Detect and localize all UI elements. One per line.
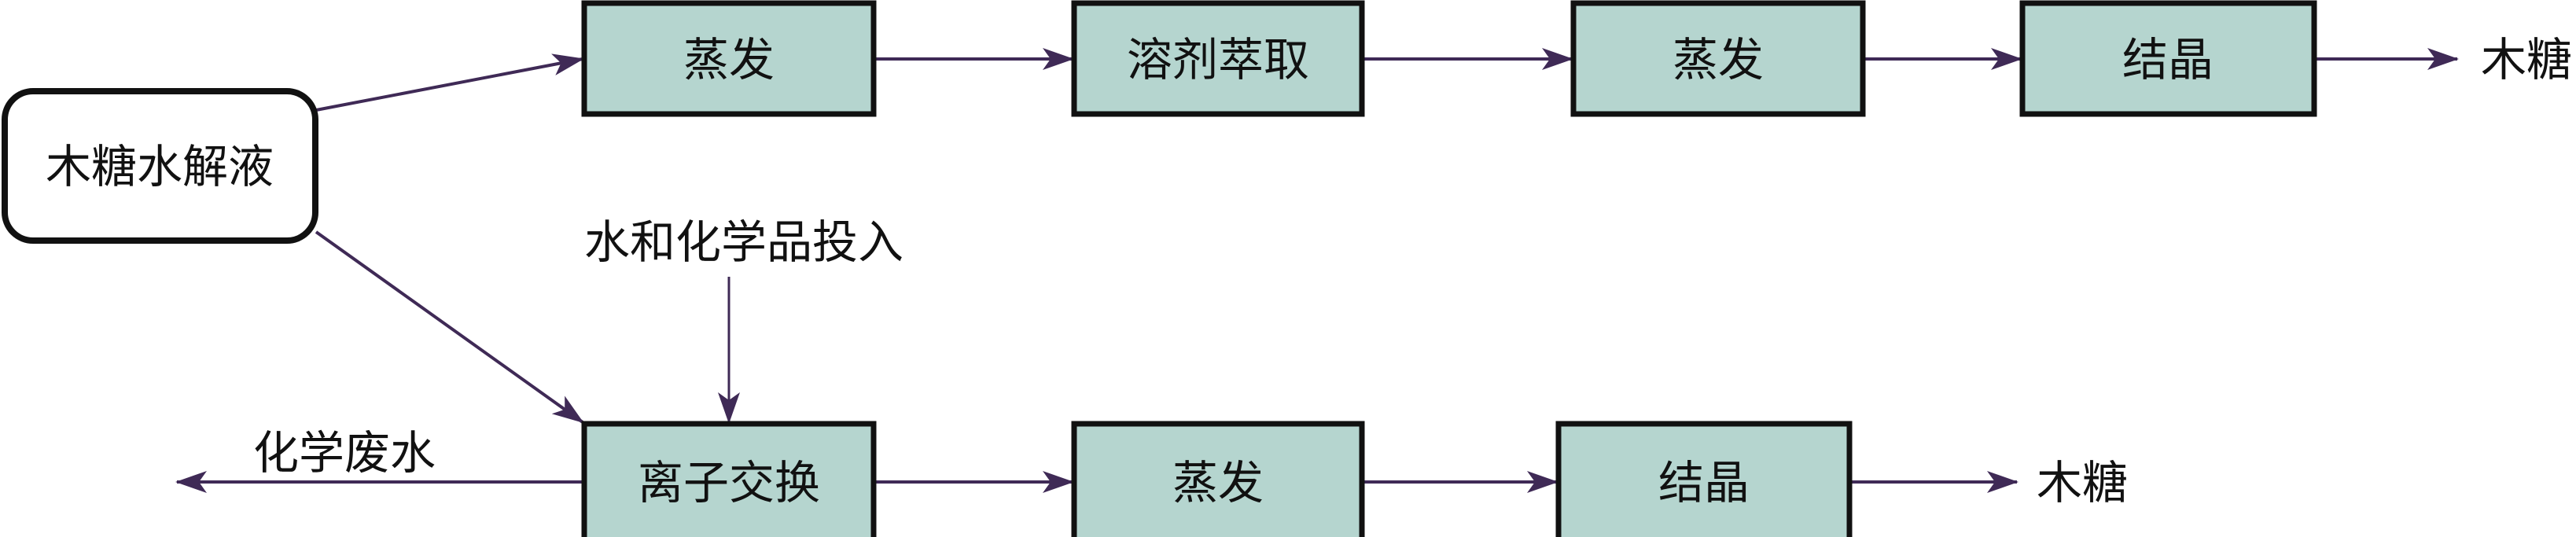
top-node-label: 蒸发 — [683, 33, 775, 86]
bottom-node-3: 结晶 — [1555, 421, 1853, 537]
bottom-output-label: 木糖 — [2037, 456, 2128, 509]
waste-label: 化学废水 — [253, 426, 436, 480]
top-node-4: 结晶 — [2019, 0, 2317, 117]
top-output-label: 木糖 — [2481, 33, 2572, 86]
arrow-source-to-ion — [315, 230, 584, 424]
bottom-node-label: 结晶 — [1658, 456, 1750, 509]
bottom-node-1: 离子交换 — [581, 421, 877, 537]
source-node: 木糖水解液 — [2, 88, 318, 244]
top-node-1: 蒸发 — [581, 0, 877, 117]
bottom-node-label: 蒸发 — [1172, 456, 1264, 509]
top-node-2: 溶剂萃取 — [1071, 0, 1365, 117]
input-label: 水和化学品投入 — [584, 215, 903, 269]
top-node-label: 溶剂萃取 — [1127, 33, 1309, 86]
bottom-node-label: 离子交换 — [638, 456, 820, 509]
arrow-source-to-evap1 — [315, 53, 584, 112]
bottom-node-2: 蒸发 — [1071, 421, 1365, 537]
source-label: 木糖水解液 — [46, 140, 274, 193]
top-node-label: 蒸发 — [1673, 33, 1764, 86]
top-node-label: 结晶 — [2122, 33, 2214, 86]
top-node-3: 蒸发 — [1570, 0, 1866, 117]
